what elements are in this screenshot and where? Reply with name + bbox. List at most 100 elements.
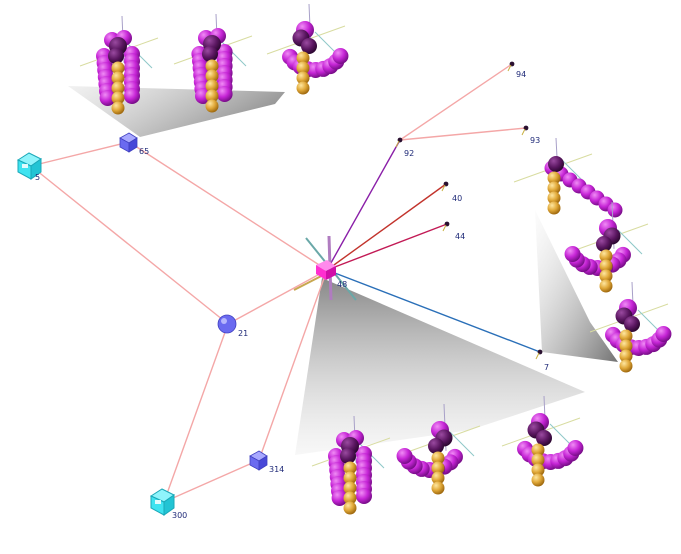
edge-65-48 xyxy=(128,141,328,271)
structure-bottom-3-bead-dark2 xyxy=(536,430,552,446)
node-5[interactable]: 5 xyxy=(16,152,42,182)
node-label-92: 92 xyxy=(404,149,414,158)
node-314[interactable]: 314 xyxy=(249,450,284,474)
node-92[interactable]: 92 xyxy=(395,137,414,158)
node-300[interactable]: 300 xyxy=(149,488,187,520)
structure-right-3-bead-gold0 xyxy=(619,329,633,343)
structure-top-2-bead-gold4 xyxy=(205,99,219,113)
node-5-right xyxy=(30,158,42,180)
node-314-right xyxy=(258,455,268,471)
structure-right-2-bead-arc8 xyxy=(564,246,581,263)
node-65[interactable]: 65 xyxy=(119,132,149,156)
node-93[interactable]: 93 xyxy=(521,125,540,145)
node-7-tick xyxy=(535,352,540,360)
structure-right-3-bead-arc8 xyxy=(655,326,672,343)
structure-right-3-bead-gold3 xyxy=(619,359,633,373)
structure-bottom-2-bead-gold2 xyxy=(431,471,445,485)
node-65-right xyxy=(128,137,138,153)
structure-right-2-bead-gold3 xyxy=(599,279,613,293)
structure-bottom-3-bead-gold1 xyxy=(531,453,545,467)
node-48-top xyxy=(316,260,336,271)
structure-bottom-2-bead-arc8 xyxy=(396,448,413,465)
structure-bottom-2 xyxy=(396,403,481,495)
node-label-48: 48 xyxy=(337,280,347,289)
node-21[interactable]: 21 xyxy=(217,314,248,338)
structure-right-3-bead-dark2 xyxy=(624,316,640,332)
structure-top-1 xyxy=(79,15,159,115)
structure-top-3-bead-dark2 xyxy=(301,38,317,54)
structure-right-2-bead-gold1 xyxy=(599,259,613,273)
structure-top-1-bead-dark2 xyxy=(108,48,124,64)
structure-bottom-1-bead-l6 xyxy=(331,490,348,506)
structure-bottom-1-bead-dark2 xyxy=(340,448,356,464)
node-label-65: 65 xyxy=(139,147,149,156)
structure-bottom-1-bead-gold0 xyxy=(343,461,357,475)
structure-top-1-bead-gold3 xyxy=(111,91,125,105)
structure-bottom-3-bead-gold2 xyxy=(531,463,545,477)
structure-top-3-bead-gold2 xyxy=(296,71,310,85)
molecule-structures xyxy=(79,3,672,515)
structure-top-2-bead-gold0 xyxy=(205,59,219,73)
node-300-right xyxy=(163,494,175,516)
structure-bottom-1-bead-gold2 xyxy=(343,481,357,495)
structure-right-1 xyxy=(513,137,623,218)
structure-right-2-bead-dark2 xyxy=(596,236,612,252)
structure-top-1-bead-gold4 xyxy=(111,101,125,115)
node-21-highlight xyxy=(221,318,227,324)
structure-bottom-3-bead-gold3 xyxy=(531,473,545,487)
structure-bottom-1-bead-gold1 xyxy=(343,471,357,485)
node-21-sphere xyxy=(217,314,237,334)
node-40[interactable]: 40 xyxy=(441,181,462,203)
node-48[interactable]: 48 xyxy=(316,260,347,289)
structure-right-2-bead-gold0 xyxy=(599,249,613,263)
edge-48-7 xyxy=(326,269,541,353)
node-label-5: 5 xyxy=(35,173,40,182)
edge-21-300 xyxy=(163,323,229,503)
node-300-window xyxy=(155,500,161,504)
structure-top-1-bead-gold1 xyxy=(111,71,125,85)
structure-right-1-bead-gold3 xyxy=(547,201,561,215)
structure-bottom-2-bead-gold1 xyxy=(431,461,445,475)
structure-bottom-3-bead-gold0 xyxy=(531,443,545,457)
edges-layer xyxy=(30,63,541,503)
edge-5-65 xyxy=(30,141,130,167)
node-7[interactable]: 7 xyxy=(535,349,549,372)
structure-top-3-bead-arc8 xyxy=(332,48,349,65)
node-label-94: 94 xyxy=(516,70,526,79)
node-label-314: 314 xyxy=(269,465,284,474)
structure-bottom-2-bead-dark2 xyxy=(428,438,444,454)
node-44[interactable]: 44 xyxy=(442,221,465,241)
edge-92-93 xyxy=(399,127,527,141)
structure-top-3 xyxy=(266,3,349,95)
structure-top-2-bead-r6 xyxy=(216,86,233,102)
edge-48-92 xyxy=(326,139,401,271)
node-5-window xyxy=(22,164,28,168)
node-48-right xyxy=(326,266,336,280)
node-94-tick xyxy=(507,64,512,72)
structure-top-3-bead-gold0 xyxy=(296,51,310,65)
node-label-7: 7 xyxy=(544,363,549,372)
structure-bottom-1-bead-gold4 xyxy=(343,501,357,515)
node-94[interactable]: 94 xyxy=(507,61,526,79)
structure-right-3-bead-gold1 xyxy=(619,339,633,353)
structure-top-2-bead-gold3 xyxy=(205,89,219,103)
structure-top-3-bead-gold3 xyxy=(296,81,310,95)
structure-bottom-1 xyxy=(311,415,391,515)
edge-5-21 xyxy=(30,165,229,325)
structure-top-1-bead-gold2 xyxy=(111,81,125,95)
edge-48-44 xyxy=(326,223,448,271)
structure-top-1-bead-gold0 xyxy=(111,61,125,75)
structure-right-3 xyxy=(589,281,672,373)
structure-right-1-bead-dark xyxy=(548,156,564,172)
structure-top-2-bead-dark2 xyxy=(202,46,218,62)
structure-top-2-bead-gold1 xyxy=(205,69,219,83)
edge-21-48 xyxy=(227,269,328,325)
projection-shadow-bottom xyxy=(295,278,585,455)
structure-bottom-1-bead-gold3 xyxy=(343,491,357,505)
structure-right-1-bead-d7 xyxy=(607,202,623,218)
structure-right-2 xyxy=(564,201,649,293)
structure-right-2-axis-z xyxy=(617,229,643,255)
edge-300-314 xyxy=(163,459,260,503)
